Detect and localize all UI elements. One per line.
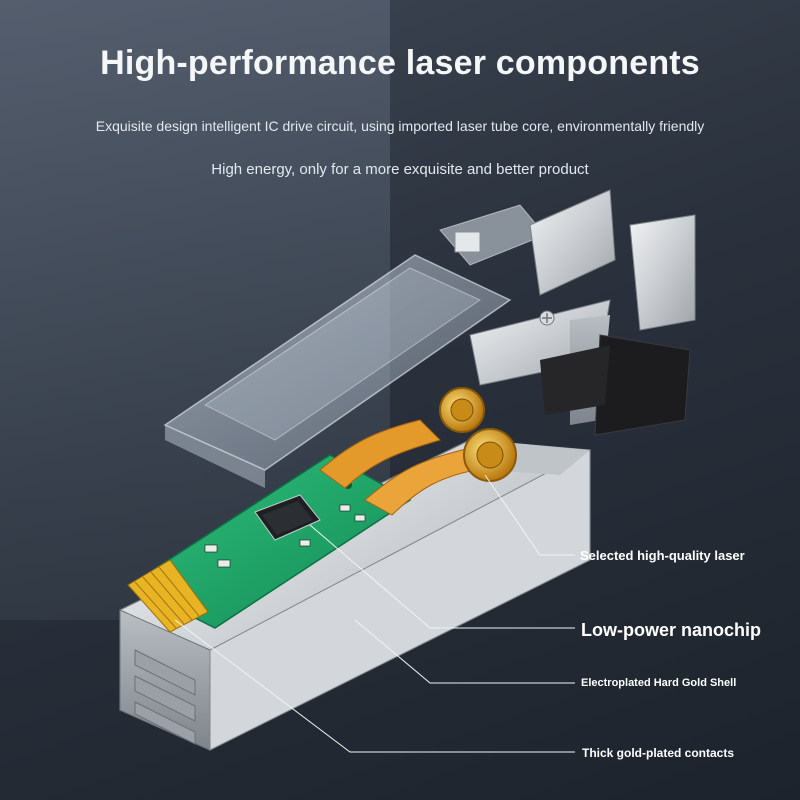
- leader-line-contacts: [174, 619, 575, 753]
- leader-line-shell: [354, 619, 575, 684]
- callout-lines: [174, 474, 575, 753]
- optical-receptacle: [540, 334, 691, 436]
- subtitle-tagline: High energy, only for a more exquisite a…: [211, 161, 589, 178]
- leader-line-laser: [484, 474, 575, 556]
- metal-housing: [119, 439, 591, 751]
- callout-nanochip: Low-power nanochip: [581, 620, 761, 640]
- gold-contacts: [127, 559, 209, 633]
- page-title: High-performance laser components: [100, 44, 700, 82]
- laser-components: [439, 387, 517, 482]
- pcb-board: [127, 454, 412, 633]
- callout-shell: Electroplated Hard Gold Shell: [581, 677, 737, 689]
- callout-contacts: Thick gold-plated contacts: [582, 746, 735, 760]
- nanochip: [254, 494, 321, 541]
- translucent-cover: [163, 204, 546, 488]
- subtitle-description: Exquisite design intelligent IC drive ci…: [95, 118, 705, 134]
- callout-laser: Selected high-quality laser: [580, 548, 745, 563]
- leader-line-nanochip: [309, 524, 575, 629]
